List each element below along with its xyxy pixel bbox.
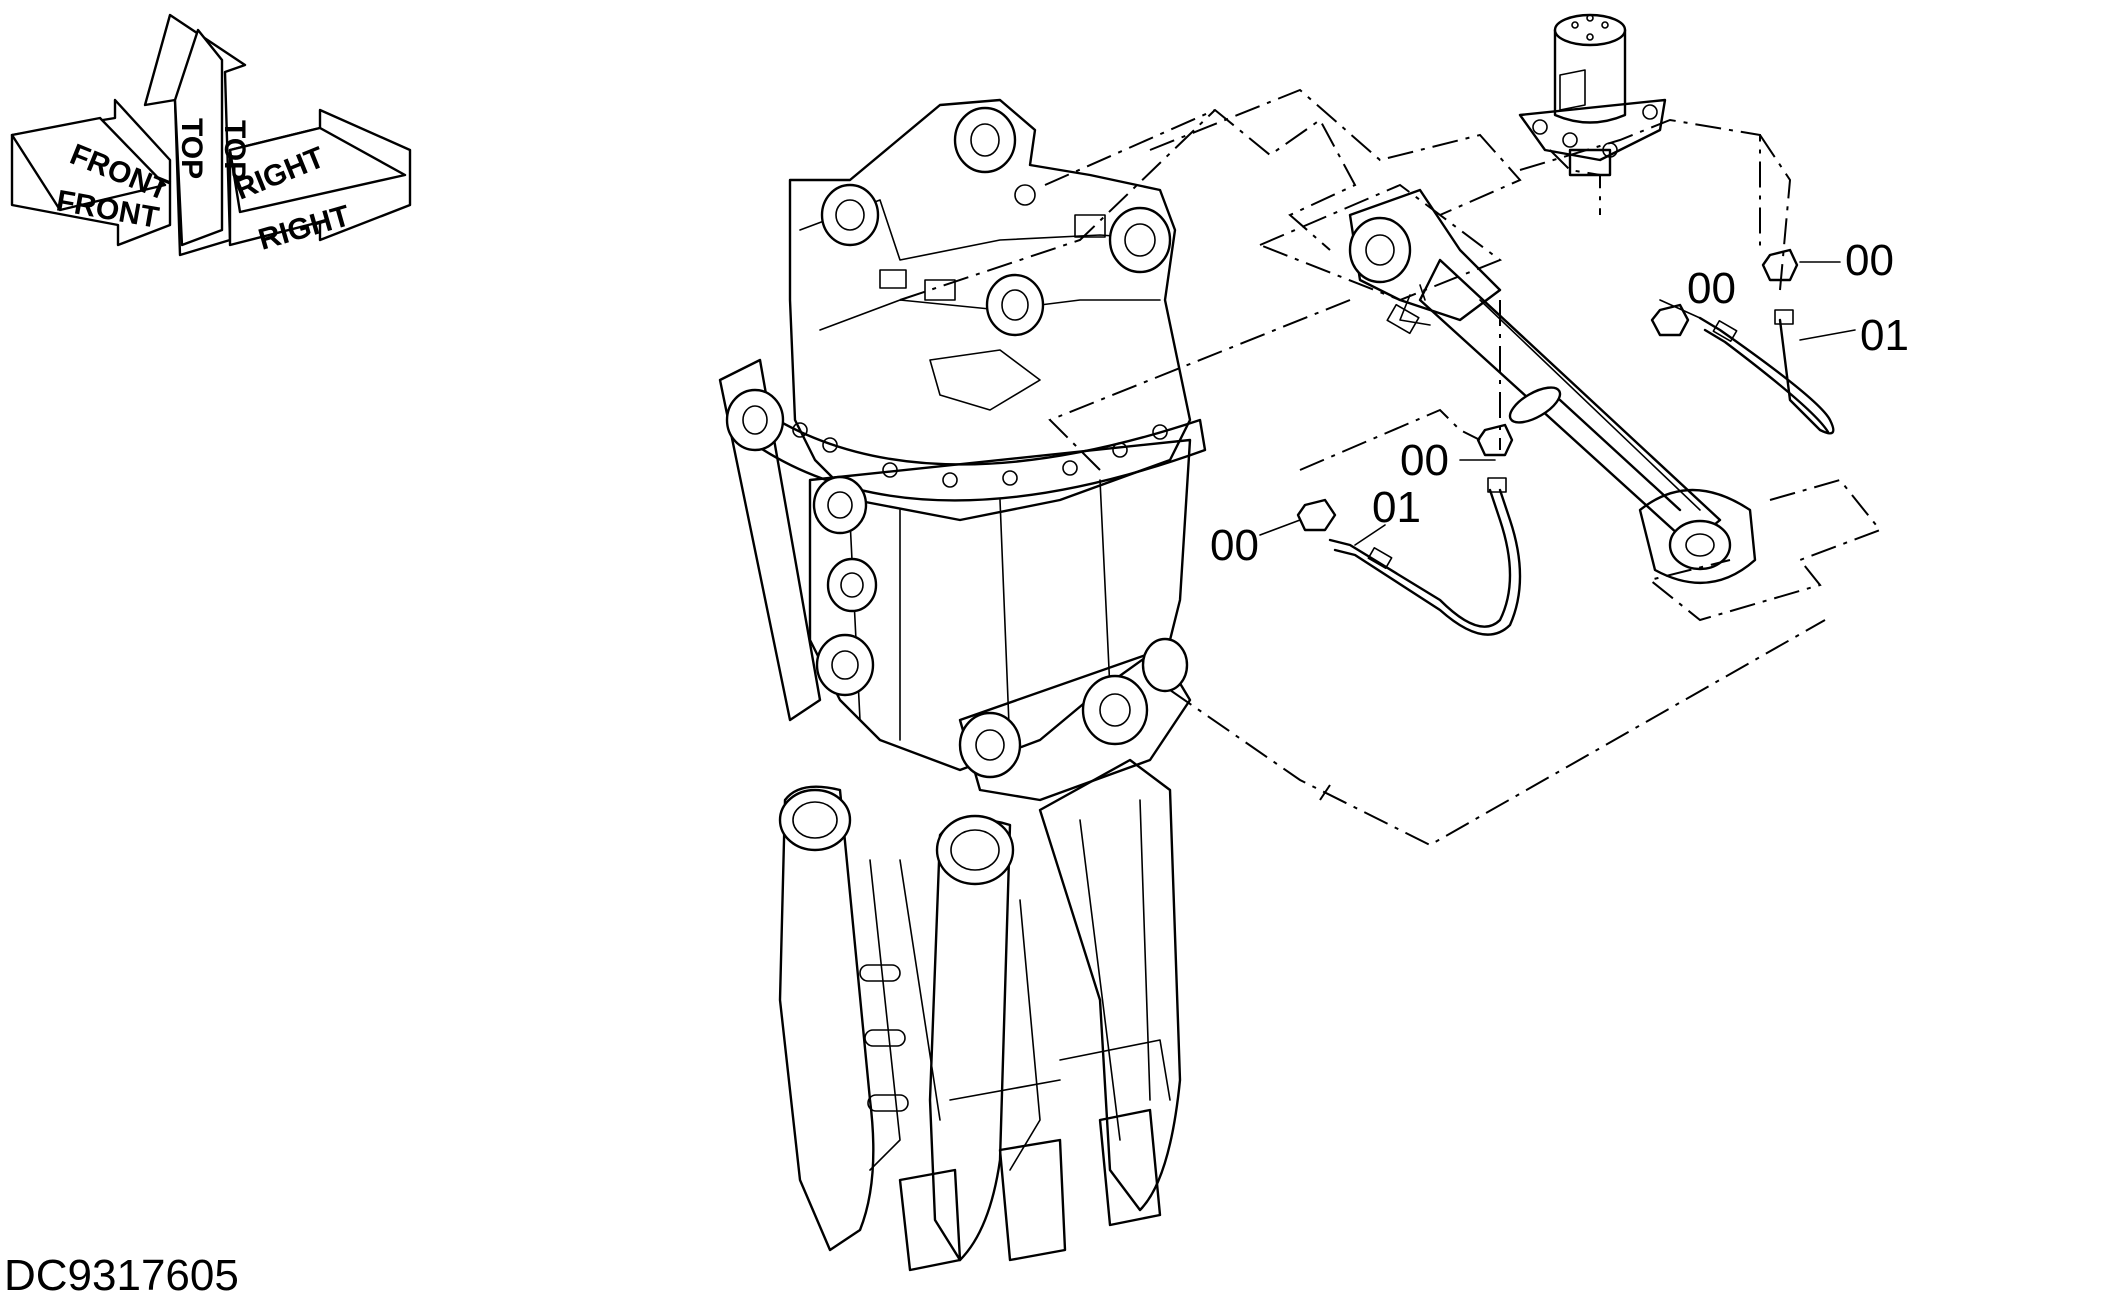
tine-center: [928, 818, 1012, 1262]
head-eye-right: [1108, 206, 1172, 274]
orientation-label-top-left: TOP: [175, 118, 208, 179]
head-eye-left: [820, 183, 880, 247]
fitting-nut-upper-left: [1650, 303, 1690, 337]
lower-pin-right: [1081, 674, 1149, 746]
tine-left: [778, 785, 875, 1252]
callout-label: 01: [1372, 483, 1421, 532]
fitting-nut-upper-right: [1761, 248, 1799, 282]
callout-label: 01: [1860, 311, 1909, 360]
grapple-assembly: [718, 98, 1207, 1272]
swivel-joint: [1518, 13, 1667, 177]
hydraulic-cylinder: [1348, 188, 1757, 585]
callout-leaders: [1259, 261, 1856, 546]
body-pin-center: [826, 557, 878, 613]
orientation-indicator: FRONT FRONT TOP TOP RIGHT RIGHT: [10, 13, 412, 257]
callout-label: 00: [1400, 436, 1449, 485]
tine-tip-center: [998, 1138, 1067, 1262]
callout-label: 00: [1687, 264, 1736, 313]
body-pin-lower: [815, 633, 875, 697]
hose-assembly-lower: [1296, 423, 1522, 636]
head-eye-center: [985, 273, 1045, 337]
fitting-nut-lower-top: [1476, 423, 1514, 457]
tine-tip-right: [1098, 1108, 1162, 1227]
callout-label: 00: [1845, 236, 1894, 285]
drawing-id: DC9317605: [4, 1251, 239, 1300]
cylinder-rod-end: [1638, 488, 1757, 585]
callout-labels: 00 00 01 00 00 01: [1210, 236, 1909, 570]
tine-right: [1038, 758, 1182, 1212]
body-pin-left: [812, 475, 868, 535]
tine-tip-left: [898, 1168, 962, 1272]
callout-label: 00: [1210, 521, 1259, 570]
left-cylinder-link: [718, 358, 822, 722]
installation-lines: [899, 88, 1882, 847]
lower-pin-left: [958, 711, 1022, 779]
rotator-ring: [733, 393, 1207, 502]
grapple-head-bracket: [788, 98, 1192, 522]
head-eye-top: [953, 106, 1017, 174]
orientation-label-top-right: TOP: [218, 120, 251, 181]
fitting-nut-lower-left: [1296, 498, 1337, 532]
hose-assembly-upper: [1650, 248, 1835, 435]
